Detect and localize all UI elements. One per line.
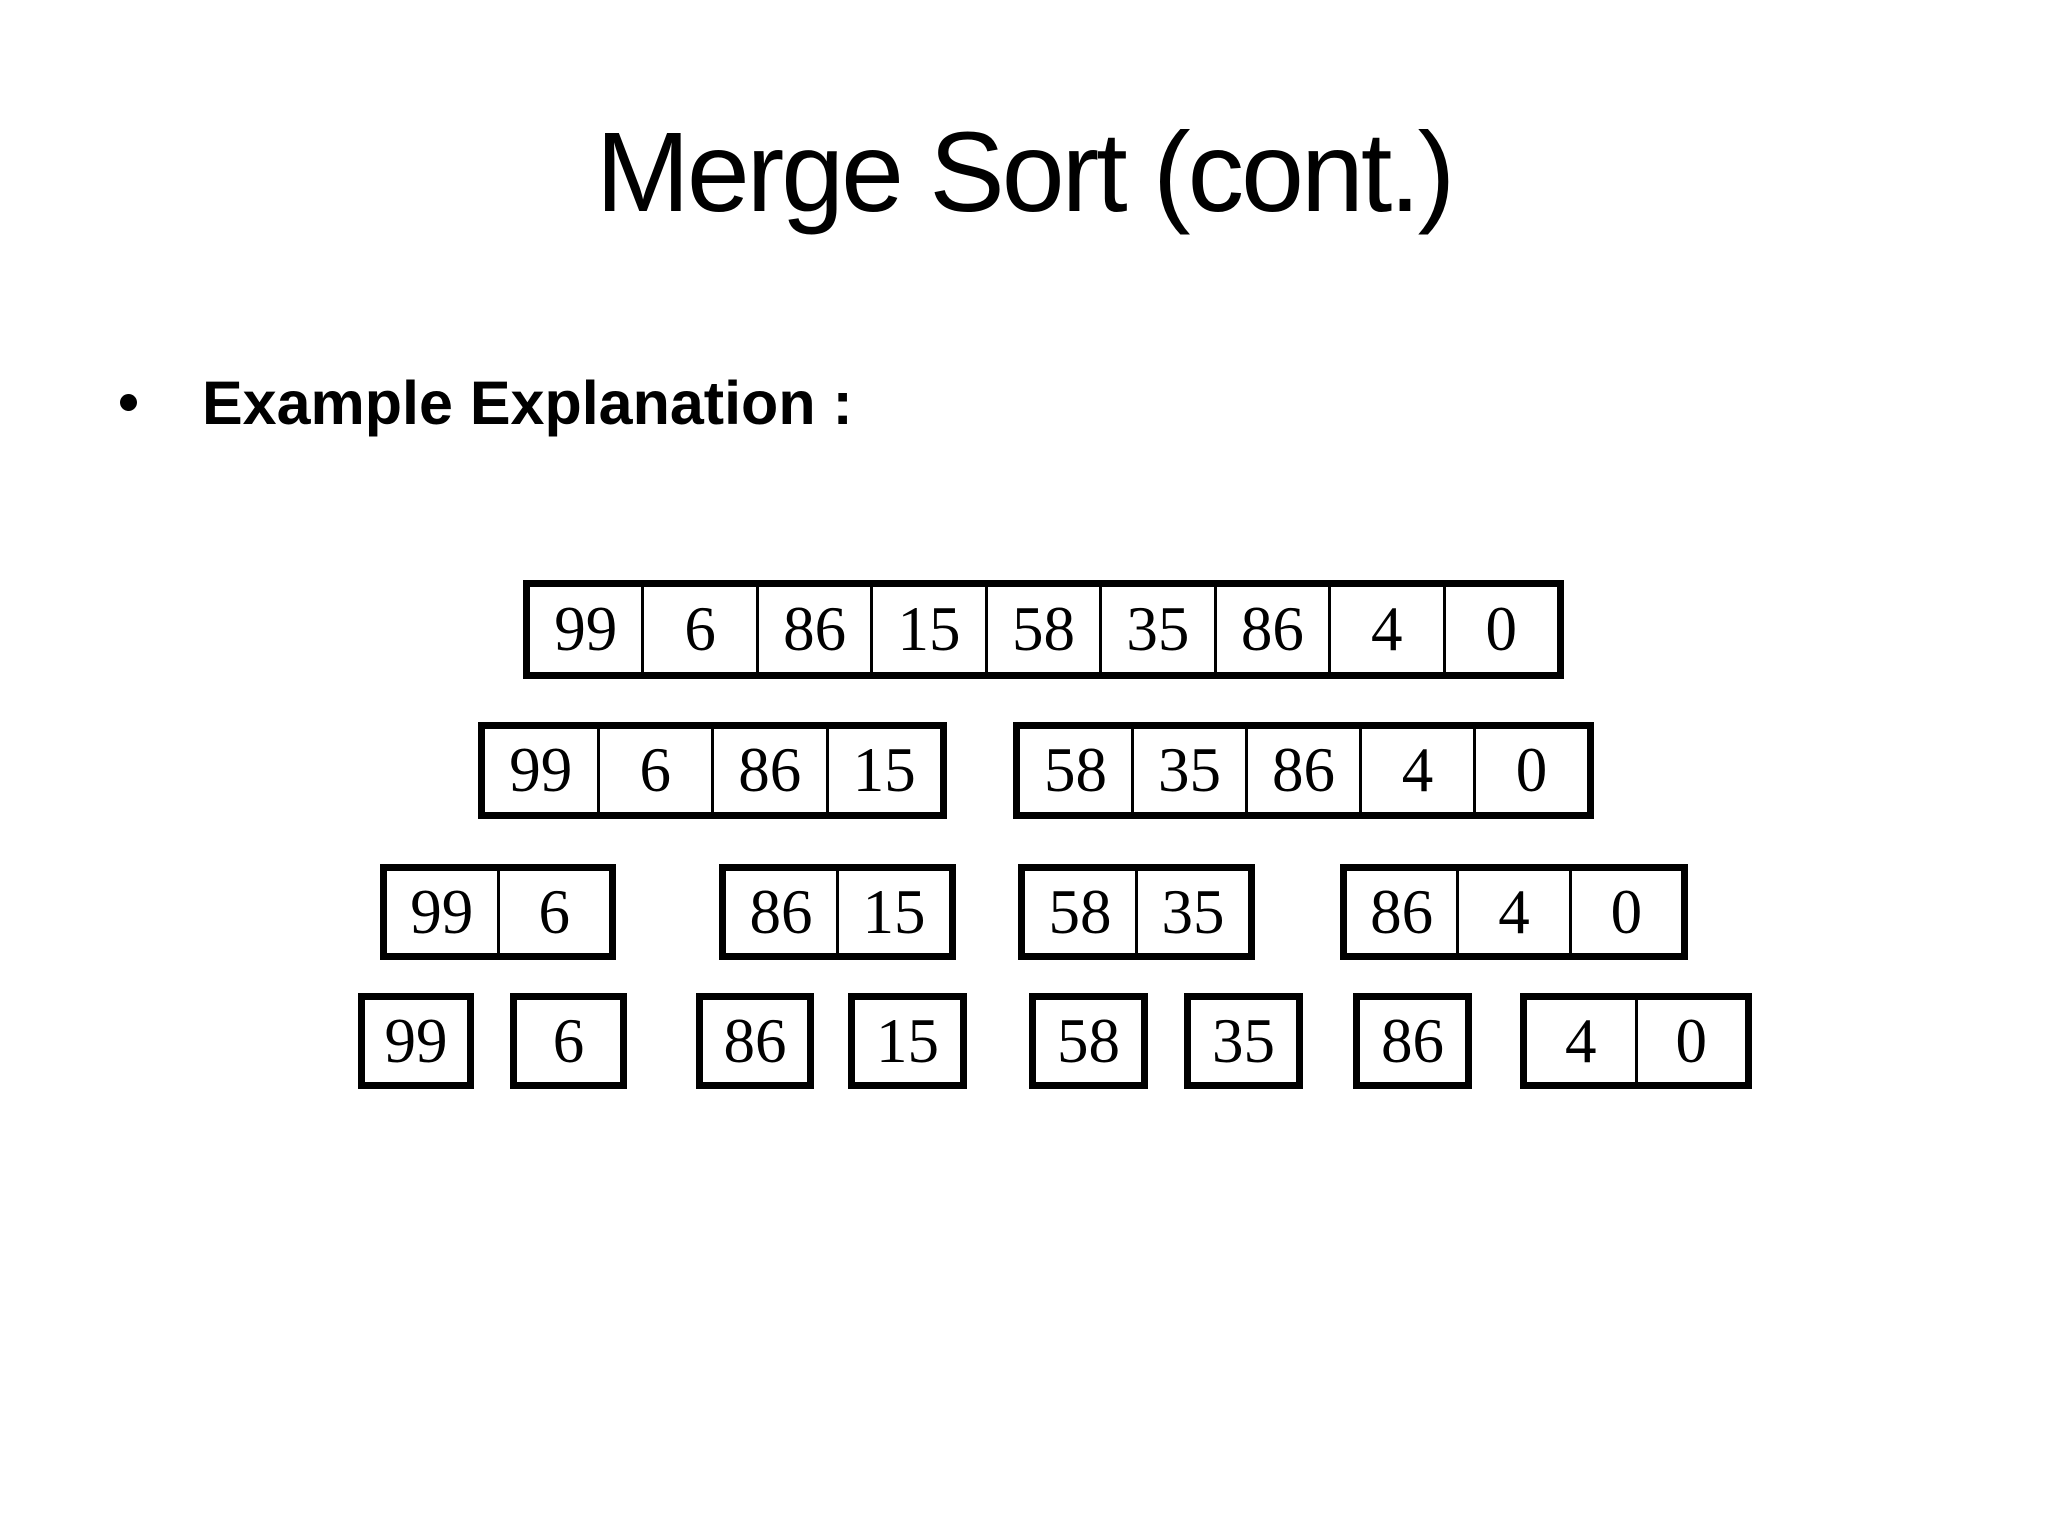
array-box-level4-5: 58	[1029, 993, 1148, 1089]
array-box-level4-1: 99	[358, 993, 474, 1089]
array-cell: 6	[596, 729, 712, 812]
array-cell: 86	[749, 876, 813, 947]
array-box-level4-2: 6	[510, 993, 627, 1089]
array-cell: 86	[1245, 729, 1359, 812]
array-cell: 58	[1057, 1005, 1120, 1076]
array-cell: 86	[1370, 876, 1434, 947]
array-cell: 99	[554, 594, 618, 664]
array-cell: 0	[1442, 587, 1557, 672]
array-cell: 35	[1099, 587, 1213, 672]
array-cell: 4	[1359, 729, 1473, 812]
array-cell: 35	[1212, 1005, 1275, 1076]
array-cell: 35	[1135, 871, 1248, 953]
array-cell: 4	[1565, 1005, 1597, 1076]
array-cell: 4	[1328, 587, 1442, 672]
array-cell: 15	[870, 587, 984, 672]
bullet-icon	[120, 394, 137, 411]
array-cell: 86	[723, 1005, 787, 1076]
array-cell: 99	[410, 876, 474, 947]
array-cell: 0	[1473, 729, 1587, 812]
array-box-level3-2: 86 15	[719, 864, 956, 960]
array-box-level3-1: 99 6	[380, 864, 616, 960]
array-cell: 6	[552, 1005, 585, 1076]
array-box-level4-8: 4 0	[1520, 993, 1752, 1089]
array-box-level4-6: 35	[1184, 993, 1303, 1089]
array-cell: 6	[496, 871, 610, 953]
array-box-level3-4: 86 4 0	[1340, 864, 1688, 960]
array-cell: 58	[1044, 735, 1107, 805]
array-box-level2-left: 99 6 86 15	[478, 722, 947, 819]
array-cell: 6	[641, 587, 755, 672]
array-cell: 4	[1456, 871, 1568, 953]
array-cell: 58	[1048, 876, 1112, 947]
array-cell: 99	[509, 735, 573, 805]
array-cell: 0	[1634, 1000, 1746, 1082]
array-cell: 58	[984, 587, 1099, 672]
array-box-level4-4: 15	[848, 993, 967, 1089]
array-cell: 15	[836, 871, 949, 953]
array-cell: 86	[1213, 587, 1328, 672]
array-cell: 35	[1131, 729, 1245, 812]
slide-title: Merge Sort (cont.)	[595, 109, 1456, 235]
bullet-line: Example Explanation :	[120, 370, 853, 436]
array-cell: 0	[1568, 871, 1681, 953]
array-cell: 86	[711, 729, 826, 812]
array-cell: 86	[1381, 1005, 1444, 1076]
array-box-level4-3: 86	[696, 993, 814, 1089]
array-cell: 15	[825, 729, 941, 812]
array-box-level1: 99 6 86 15 58 35 86 4 0	[523, 580, 1564, 679]
array-cell: 99	[384, 1005, 448, 1076]
array-box-level4-7: 86	[1353, 993, 1472, 1089]
bullet-text: Example Explanation :	[202, 369, 853, 437]
array-cell: 86	[755, 587, 870, 672]
array-cell: 15	[876, 1005, 939, 1076]
array-box-level3-3: 58 35	[1018, 864, 1255, 960]
array-box-level2-right: 58 35 86 4 0	[1013, 722, 1594, 819]
